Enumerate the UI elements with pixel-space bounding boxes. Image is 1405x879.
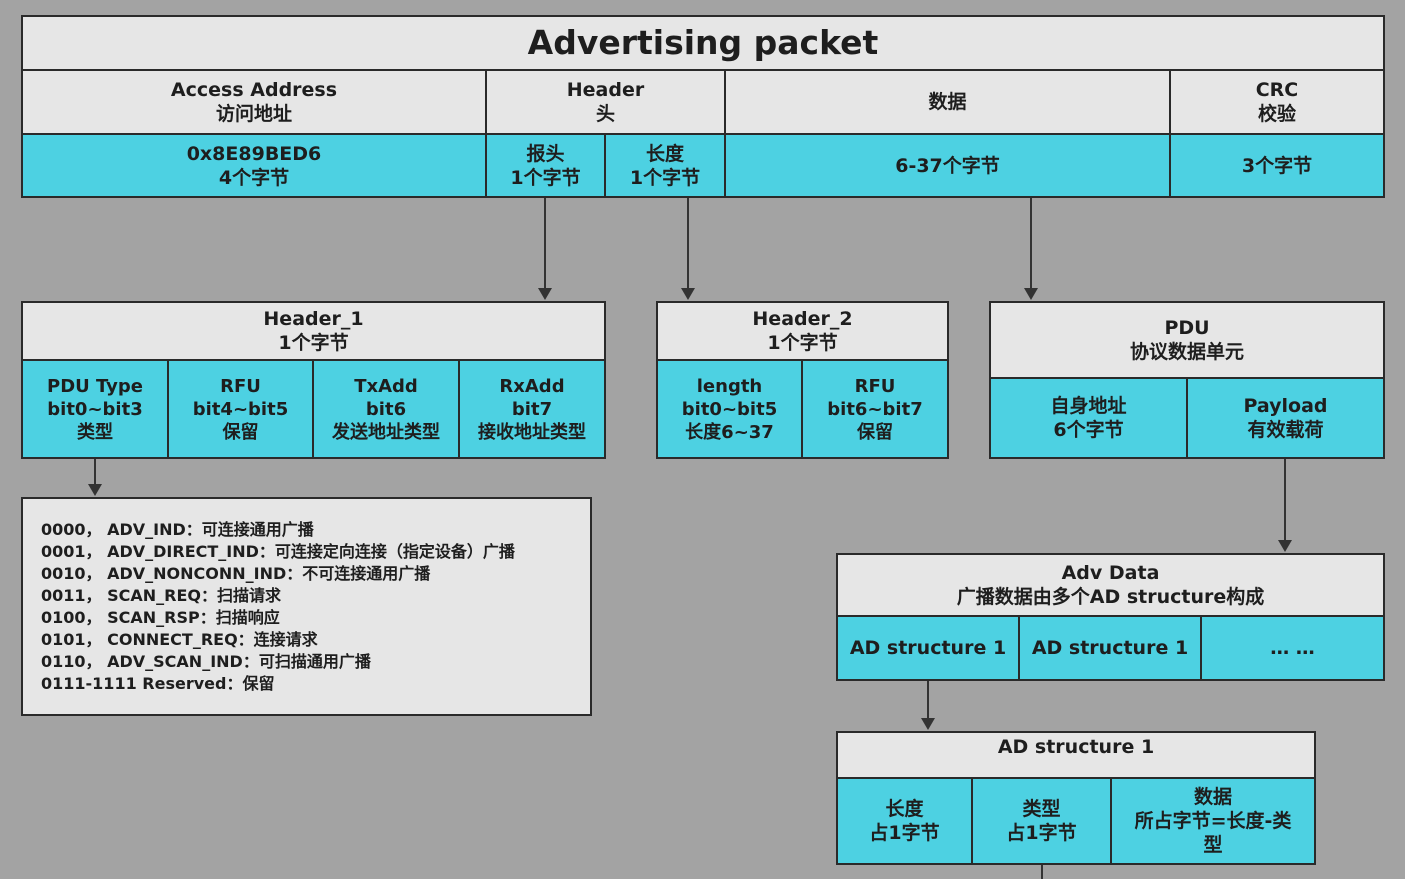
access-address-hex: 0x8E89BED6 bbox=[186, 142, 322, 165]
adv-data-item-2: AD structure 1 bbox=[1018, 615, 1202, 681]
field-bits: bit4~bit5 bbox=[192, 398, 289, 420]
adv-data-item-label: AD structure 1 bbox=[849, 637, 1007, 659]
ad-data-size: 所占字节=长度-类 bbox=[1134, 810, 1292, 832]
ad-type-size: 占1字节 bbox=[1006, 822, 1077, 844]
header1-field-txadd: TxAdd bit6 发送地址类型 bbox=[312, 359, 460, 459]
access-address-label: Access Address 访问地址 bbox=[21, 69, 487, 135]
data-size-text: 6-37个字节 bbox=[895, 154, 1000, 177]
ad-length-size: 占1字节 bbox=[869, 822, 940, 844]
adv-data-item-1: AD structure 1 bbox=[836, 615, 1020, 681]
data-label-text: 数据 bbox=[928, 91, 967, 113]
crc-label-en: CRC bbox=[1255, 79, 1299, 101]
access-address-label-cn: 访问地址 bbox=[215, 103, 292, 125]
pdu-payload: Payload 有效载荷 bbox=[1186, 377, 1385, 459]
header-baotou-label: 报头 bbox=[526, 142, 565, 165]
header-label-cn: 头 bbox=[595, 103, 615, 125]
pdu-self-address: 自身地址 6个字节 bbox=[989, 377, 1188, 459]
field-name: RFU bbox=[220, 375, 261, 397]
field-desc: 发送地址类型 bbox=[332, 421, 440, 443]
pdu-title: PDU 协议数据单元 bbox=[989, 301, 1385, 379]
list-item: 0111-1111 Reserved：保留 bbox=[41, 674, 275, 693]
field-bits: bit7 bbox=[511, 398, 553, 420]
header1-field-rxadd: RxAdd bit7 接收地址类型 bbox=[458, 359, 606, 459]
crc-size-text: 3个字节 bbox=[1241, 154, 1313, 177]
list-item: 0110， ADV_SCAN_IND：可扫描通用广播 bbox=[41, 652, 371, 671]
access-address-size: 4个字节 bbox=[218, 166, 290, 189]
crc-label: CRC 校验 bbox=[1169, 69, 1385, 135]
field-name: TxAdd bbox=[354, 375, 418, 397]
adv-data-item-label: … … bbox=[1270, 637, 1315, 659]
field-bits: bit6~bit7 bbox=[827, 398, 923, 420]
ad-type-label: 类型 bbox=[1022, 798, 1061, 820]
header-label: Header 头 bbox=[485, 69, 726, 135]
ad-structure-title: AD structure 1 bbox=[836, 731, 1316, 779]
list-item: 0000， ADV_IND：可连接通用广播 bbox=[41, 520, 314, 539]
payload-label-en: Payload bbox=[1243, 395, 1328, 417]
header1-field-rfu: RFU bit4~bit5 保留 bbox=[167, 359, 314, 459]
packet-title: Advertising packet bbox=[21, 15, 1385, 71]
data-size: 6-37个字节 bbox=[724, 133, 1171, 198]
self-address-label: 自身地址 bbox=[1050, 395, 1127, 417]
field-desc: 接收地址类型 bbox=[478, 421, 586, 443]
ad-structure-type: 类型 占1字节 bbox=[971, 777, 1112, 865]
field-name: length bbox=[696, 375, 763, 397]
header1-size: 1个字节 bbox=[278, 332, 349, 354]
header1-title: Header_1 1个字节 bbox=[21, 301, 606, 361]
adv-data-title: Adv Data 广播数据由多个AD structure构成 bbox=[836, 553, 1385, 617]
ad-structure-length: 长度 占1字节 bbox=[836, 777, 973, 865]
header2-field-rfu: RFU bit6~bit7 保留 bbox=[801, 359, 949, 459]
crc-size: 3个字节 bbox=[1169, 133, 1385, 198]
ad-data-label: 数据 bbox=[1193, 786, 1232, 808]
ad-length-label: 长度 bbox=[885, 798, 924, 820]
ad-structure-data: 数据 所占字节=长度-类 型 bbox=[1110, 777, 1316, 865]
header-label-en: Header bbox=[566, 79, 645, 101]
access-address-label-en: Access Address bbox=[170, 79, 338, 101]
adv-data-item-label: AD structure 1 bbox=[1031, 637, 1189, 659]
list-item: 0001， ADV_DIRECT_IND：可连接定向连接（指定设备）广播 bbox=[41, 542, 515, 561]
pdu-title-text: PDU bbox=[1164, 317, 1210, 339]
pdu-type-list: 0000， ADV_IND：可连接通用广播 0001， ADV_DIRECT_I… bbox=[21, 497, 592, 716]
field-desc: 保留 bbox=[222, 421, 259, 443]
list-item: 0011， SCAN_REQ：扫描请求 bbox=[41, 586, 281, 605]
header1-title-text: Header_1 bbox=[263, 308, 364, 330]
list-item: 0101， CONNECT_REQ：连接请求 bbox=[41, 630, 318, 649]
field-desc: 长度6~37 bbox=[685, 421, 774, 443]
field-name: RxAdd bbox=[499, 375, 565, 397]
data-label: 数据 bbox=[724, 69, 1171, 135]
header2-field-length: length bit0~bit5 长度6~37 bbox=[656, 359, 803, 459]
packet-title-text: Advertising packet bbox=[527, 23, 879, 62]
field-name: PDU Type bbox=[47, 375, 143, 397]
pdu-title-cn: 协议数据单元 bbox=[1129, 341, 1244, 363]
field-desc: 类型 bbox=[77, 421, 113, 443]
field-name: RFU bbox=[854, 375, 896, 397]
self-address-size: 6个字节 bbox=[1053, 419, 1124, 441]
field-bits: bit0~bit5 bbox=[681, 398, 778, 420]
field-bits: bit0~bit3 bbox=[47, 398, 143, 420]
header2-title: Header_2 1个字节 bbox=[656, 301, 949, 361]
header-length-size: 1个字节 bbox=[629, 166, 701, 189]
adv-data-title-text: Adv Data bbox=[1061, 562, 1160, 584]
header-baotou-size: 1个字节 bbox=[510, 166, 581, 189]
header-baotou: 报头 1个字节 bbox=[485, 133, 606, 198]
ad-structure-title-text: AD structure 1 bbox=[997, 736, 1155, 758]
access-address-value: 0x8E89BED6 4个字节 bbox=[21, 133, 487, 198]
list-item: 0100， SCAN_RSP：扫描响应 bbox=[41, 608, 280, 627]
header2-size: 1个字节 bbox=[767, 332, 838, 354]
header-length-label: 长度 bbox=[645, 142, 684, 165]
header-length: 长度 1个字节 bbox=[604, 133, 726, 198]
header2-title-text: Header_2 bbox=[752, 308, 853, 330]
crc-label-cn: 校验 bbox=[1257, 103, 1296, 125]
field-desc: 保留 bbox=[857, 421, 893, 443]
field-bits: bit6 bbox=[365, 398, 407, 420]
list-item: 0010， ADV_NONCONN_IND：不可连接通用广播 bbox=[41, 564, 431, 583]
payload-label-cn: 有效载荷 bbox=[1247, 419, 1324, 441]
adv-data-item-more: … … bbox=[1200, 615, 1385, 681]
header1-field-pdu-type: PDU Type bit0~bit3 类型 bbox=[21, 359, 169, 459]
adv-data-subtitle: 广播数据由多个AD structure构成 bbox=[956, 586, 1265, 608]
ad-data-size-cont: 型 bbox=[1203, 834, 1223, 856]
